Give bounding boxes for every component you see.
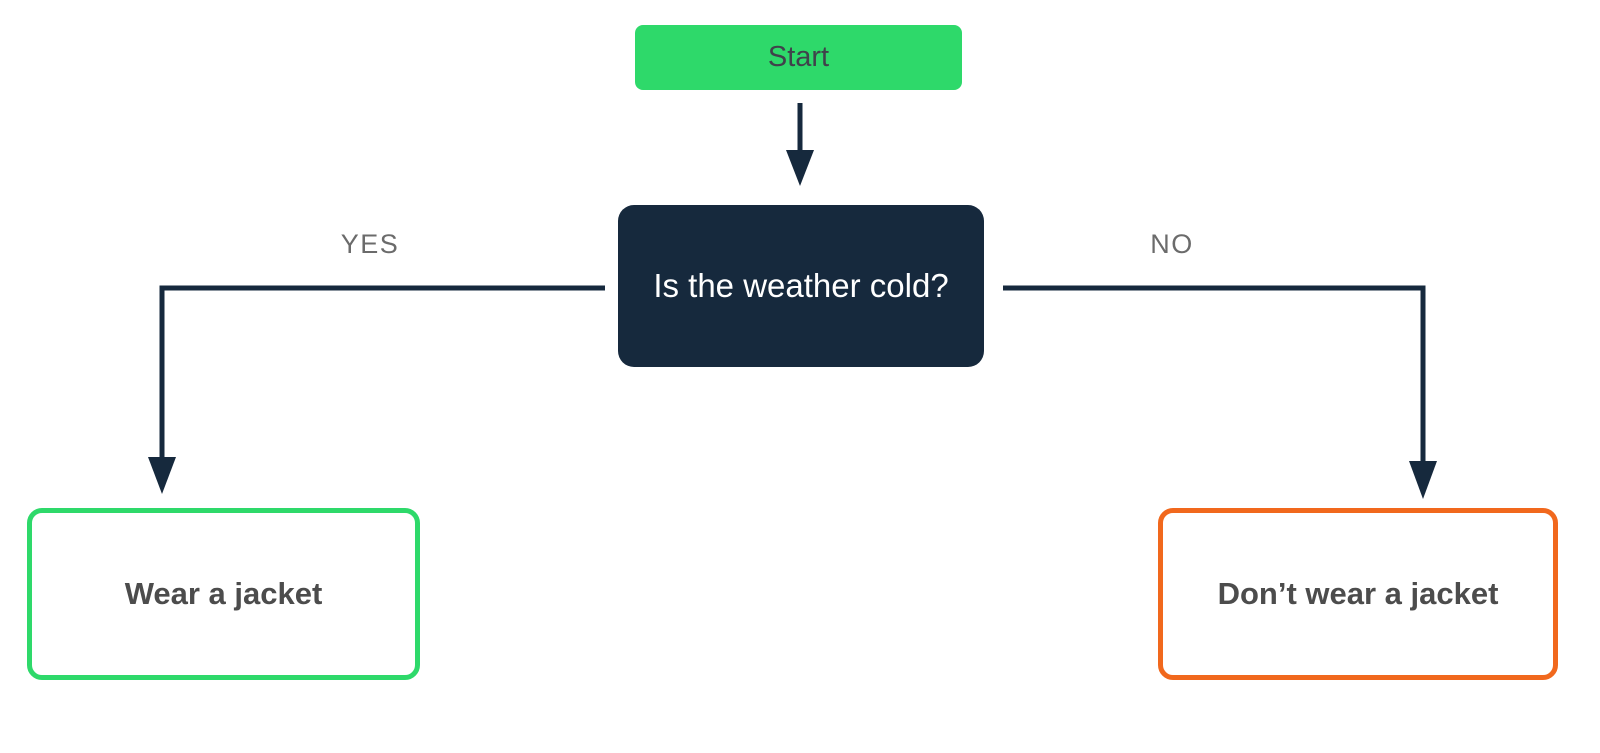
decision-node-label: Is the weather cold? bbox=[653, 267, 949, 304]
decision-node: Is the weather cold? bbox=[618, 205, 984, 367]
edge-yes bbox=[148, 285, 605, 494]
edge-start-to-decision bbox=[786, 103, 814, 186]
dont-wear-jacket-node: Don’t wear a jacket bbox=[1158, 508, 1558, 680]
edge-line bbox=[1003, 285, 1426, 462]
edge-no bbox=[1003, 285, 1437, 499]
dont-wear-jacket-node-label: Don’t wear a jacket bbox=[1217, 576, 1499, 611]
start-node-label: Start bbox=[767, 41, 830, 73]
edge-line bbox=[159, 285, 605, 458]
wear-jacket-node-label: Wear a jacket bbox=[124, 576, 323, 611]
no-edge-label: NO bbox=[1150, 229, 1194, 259]
wear-jacket-node: Wear a jacket bbox=[27, 508, 420, 680]
arrowhead-down-icon bbox=[786, 150, 814, 186]
arrowhead-down-icon bbox=[148, 457, 176, 494]
start-node: Start bbox=[635, 25, 962, 90]
yes-edge-label: YES bbox=[340, 229, 400, 259]
arrowhead-down-icon bbox=[1409, 461, 1437, 499]
